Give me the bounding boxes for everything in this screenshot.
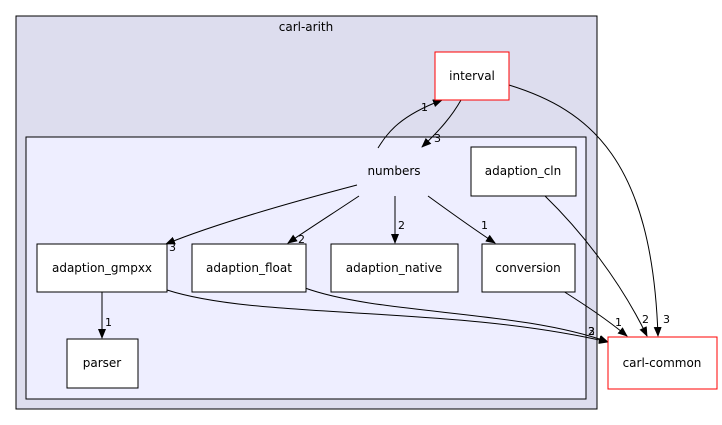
edge-gmpxx-common (166, 289, 609, 344)
edge-interval-common (508, 84, 662, 337)
node-interval-label: interval (449, 69, 495, 83)
edge-label-interval-common: 3 (663, 313, 670, 326)
edge-label-numbers-float: 2 (298, 233, 305, 246)
edge-numbers-float (287, 195, 360, 244)
edge-label-cln-common: 2 (642, 313, 649, 326)
node-numbers[interactable]: numbers (367, 164, 420, 178)
edge-label-gmpxx-common: 2 (588, 325, 595, 338)
node-conversion-label: conversion (495, 261, 561, 275)
node-numbers-label: numbers (367, 164, 420, 178)
node-conversion[interactable]: conversion (481, 243, 576, 293)
edge-label-numbers-conversion: 1 (481, 219, 488, 232)
edges: 1 3 3 3 2 2 1 1 2 3 1 2 (98, 84, 670, 344)
edge-numbers-gmpxx (165, 184, 358, 245)
edge-conversion-common (562, 290, 628, 337)
edge-label-numbers-interval: 1 (421, 101, 428, 114)
node-adaption-cln-label: adaption_cln (485, 164, 561, 178)
node-parser[interactable]: parser (66, 338, 139, 389)
edge-label-interval-numbers: 3 (434, 132, 441, 145)
node-adaption-float-label: adaption_float (206, 261, 292, 275)
node-carl-common[interactable]: carl-common (607, 336, 718, 390)
node-carl-common-label: carl-common (623, 356, 702, 370)
cluster-carl-arith-label: carl-arith (279, 20, 333, 34)
node-adaption-gmpxx-label: adaption_gmpxx (52, 261, 152, 275)
node-adaption-cln[interactable]: adaption_cln (470, 146, 577, 197)
edge-label-numbers-gmpxx: 3 (169, 241, 176, 254)
edge-label-conversion-common: 1 (615, 316, 622, 329)
node-adaption-native-label: adaption_native (346, 261, 442, 275)
edge-label-numbers-native: 2 (398, 219, 405, 232)
edge-cln-common (544, 195, 648, 337)
edge-label-gmpxx-parser: 1 (105, 316, 112, 329)
edge-float-common (304, 287, 609, 343)
edge-label-float-common: 3 (588, 325, 595, 338)
node-adaption-gmpxx[interactable]: adaption_gmpxx (36, 243, 168, 293)
node-parser-label: parser (83, 356, 122, 370)
node-adaption-float[interactable]: adaption_float (191, 243, 307, 293)
edge-interval-numbers (421, 99, 462, 148)
node-adaption-native[interactable]: adaption_native (330, 243, 459, 293)
node-interval[interactable]: interval (434, 51, 510, 101)
edge-numbers-conversion (427, 195, 496, 244)
edge-numbers-interval (377, 99, 443, 149)
